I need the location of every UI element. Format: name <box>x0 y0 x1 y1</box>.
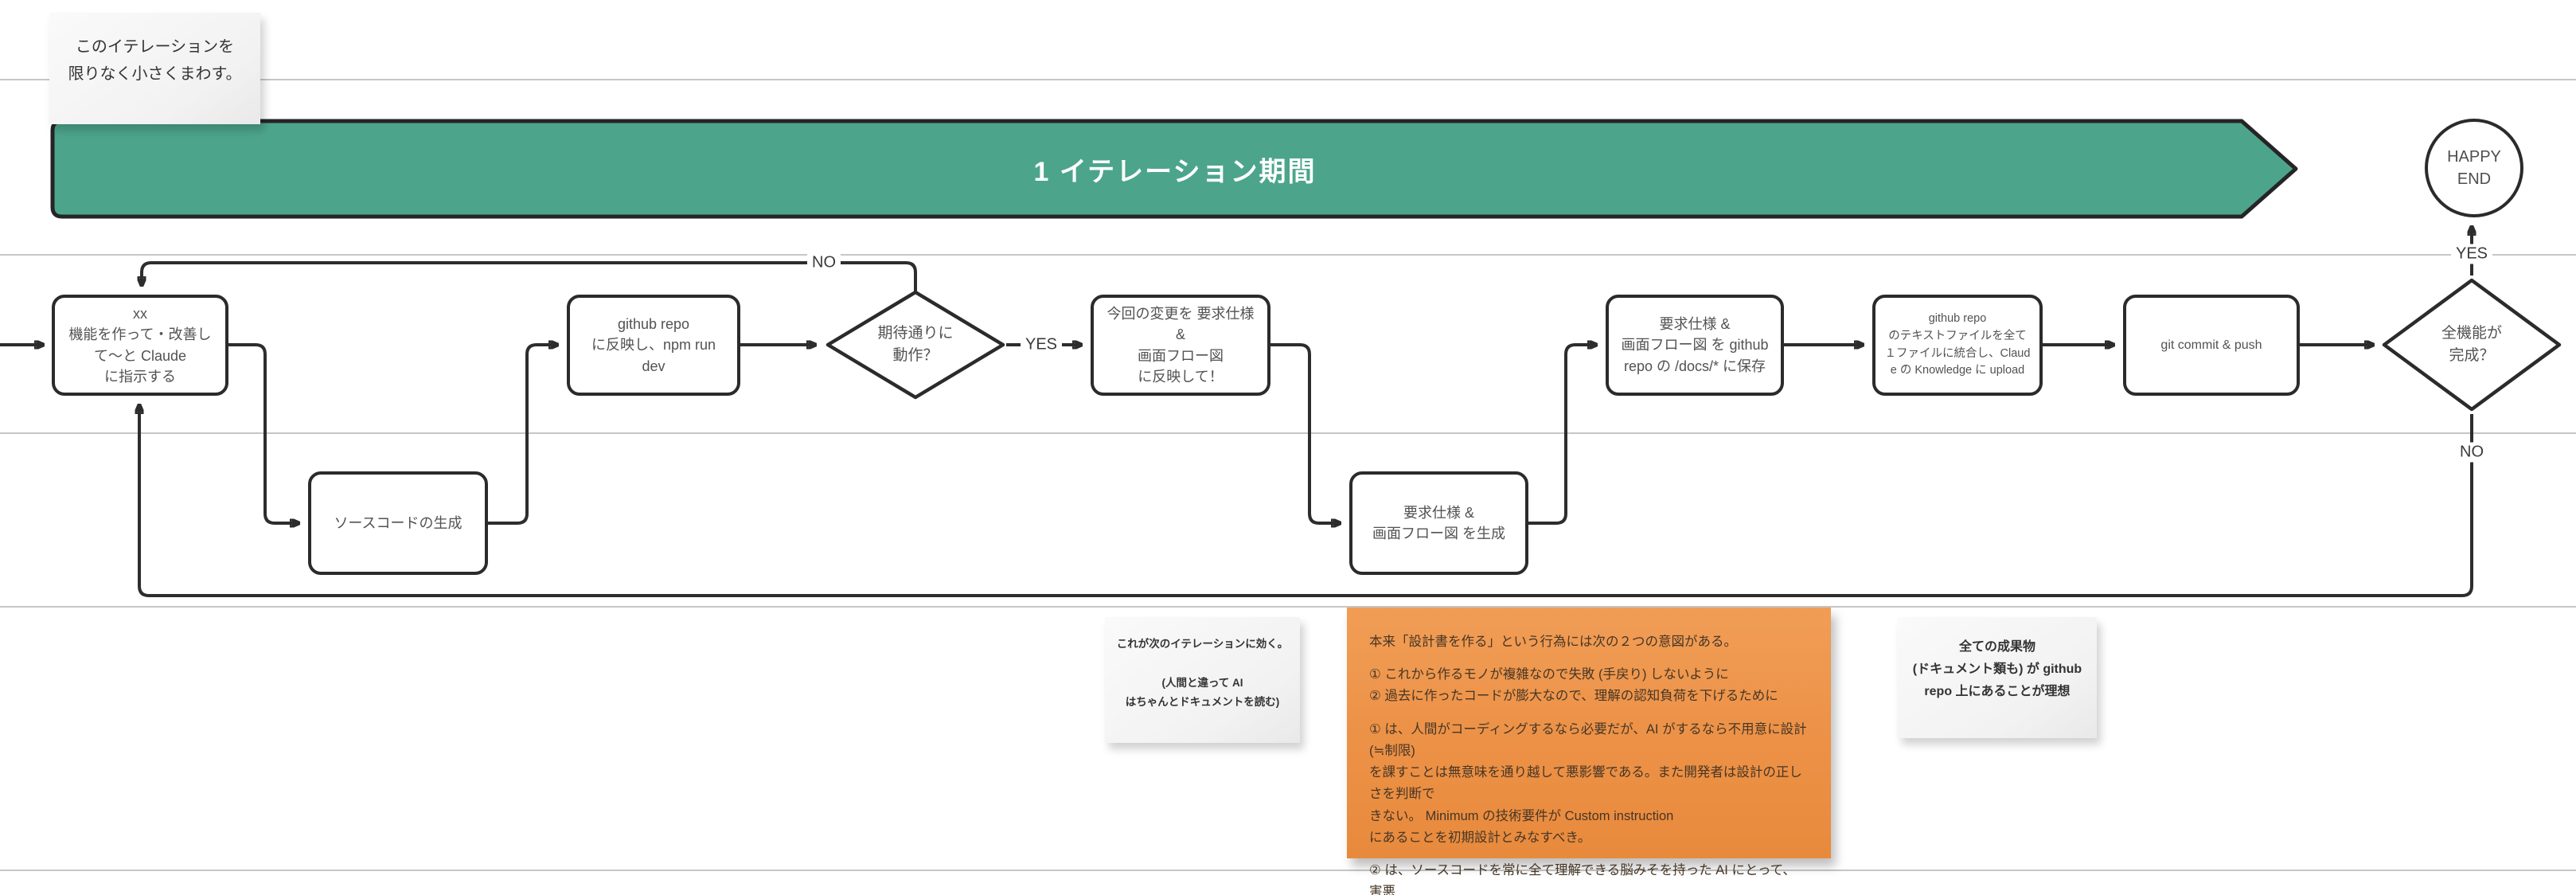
design-doc-note-paragraph: ① は、人間がコーディングするなら必要だが、AI がするなら不用意に設計 (≒制… <box>1369 721 1807 845</box>
node-generate-spec[interactable]: 要求仕様 & 画面フロー図 を生成 <box>1349 471 1528 575</box>
node-git-commit-label: git commit & push <box>2160 338 2262 352</box>
lane-divider <box>0 79 2576 80</box>
decision-done-label: 全機能が 完成？ <box>2441 324 2502 365</box>
sticky-note-next-iteration[interactable]: これが次のイテレーションに効く。 (人間と違って AI はちゃんとドキュメントを… <box>1105 617 1300 743</box>
connector-reflectspec-to-genspec <box>1270 343 1340 523</box>
connector-instruct-to-sourcegen <box>228 343 299 523</box>
edge-label-no-done: NO <box>2455 442 2488 463</box>
node-source-gen[interactable]: ソースコードの生成 <box>308 471 488 575</box>
sticky-note-artifacts-text: 全ての成果物 (ドキュメント類も) が github repo 上にあることが理… <box>1912 640 2082 698</box>
decision-all-features-done[interactable]: 全機能が 完成？ <box>2381 277 2562 412</box>
connector-sourcegen-to-repo <box>488 345 557 525</box>
sticky-note-artifacts[interactable]: 全ての成果物 (ドキュメント類も) が github repo 上にあることが理… <box>1898 617 2097 738</box>
node-save-docs[interactable]: 要求仕様 & 画面フロー図 を github repo の /docs/* に保… <box>1606 295 1784 396</box>
node-generate-spec-label: 要求仕様 & 画面フロー図 を生成 <box>1372 504 1505 541</box>
node-git-commit[interactable]: git commit & push <box>2123 295 2300 396</box>
node-happy-end-label: HAPPY END <box>2447 148 2501 188</box>
banner-label: 1 イテレーション期間 <box>1033 156 1317 187</box>
lane-divider <box>0 254 2576 256</box>
node-reflect-repo[interactable]: github repo に反映し、npm run dev <box>567 295 740 396</box>
node-reflect-spec[interactable]: 今回の変更を 要求仕様 & 画面フロー図 に反映して！ <box>1091 295 1270 396</box>
lane-divider <box>0 432 2576 434</box>
edge-label-yes-works: YES <box>1020 334 1063 355</box>
edge-label-yes-done: YES <box>2450 244 2493 264</box>
connector-genspec-to-save <box>1528 345 1596 525</box>
node-instruct-claude[interactable]: xx 機能を作って・改善し て〜と Claude に指示する <box>52 295 228 396</box>
edge-label-no-works: NO <box>807 252 841 273</box>
design-doc-note[interactable]: 本来「設計書を作る」という行為には次の２つの意図がある。 ① これから作るモノが… <box>1347 608 1831 895</box>
design-doc-note-paragraph: 本来「設計書を作る」という行為には次の２つの意図がある。 <box>1369 635 1737 649</box>
node-happy-end[interactable]: HAPPY END <box>2425 119 2523 217</box>
node-save-docs-label: 要求仕様 & 画面フロー図 を github repo の /docs/* に保… <box>1621 316 1769 374</box>
decision-works-label: 期待通りに 動作？ <box>877 324 954 365</box>
connector-decision2-no-loop <box>139 405 2473 597</box>
sticky-note-iteration-small-text: このイテレーションを 限りなく小さくまわす。 <box>68 38 242 83</box>
design-doc-note-paragraph: ① これから作るモノが複雑なので失敗 (手戻り) しないように ② 過去に作った… <box>1369 667 1778 704</box>
sticky-note-next-iteration-text: これが次のイテレーションに効く。 (人間と違って AI はちゃんとドキュメントを… <box>1116 638 1289 708</box>
node-source-gen-label: ソースコードの生成 <box>334 514 463 531</box>
node-upload-knowledge[interactable]: github repo のテキストファイルを全て １ファイルに統合し、Claud… <box>1872 295 2043 396</box>
node-reflect-spec-label: 今回の変更を 要求仕様 & 画面フロー図 に反映して！ <box>1107 306 1255 385</box>
node-reflect-repo-label: github repo に反映し、npm run dev <box>591 316 716 374</box>
sticky-note-iteration-small[interactable]: このイテレーションを 限りなく小さくまわす。 <box>49 13 260 124</box>
node-upload-knowledge-label: github repo のテキストファイルを全て １ファイルに統合し、Claud… <box>1884 312 2031 377</box>
lane-divider <box>0 870 2576 871</box>
lane-divider <box>0 606 2576 608</box>
diamond-shape <box>825 290 1005 400</box>
diamond-shape <box>2382 278 2562 412</box>
node-instruct-claude-label: xx 機能を作って・改善し て〜と Claude に指示する <box>68 306 212 385</box>
design-doc-note-paragraph: ② は、ソースコードを常に全て理解できる脳みそを持った AI にとって、害悪 (… <box>1369 862 1796 895</box>
connector-decision-no-loop <box>142 261 917 291</box>
decision-works-as-expected[interactable]: 期待通りに 動作？ <box>825 289 1006 401</box>
